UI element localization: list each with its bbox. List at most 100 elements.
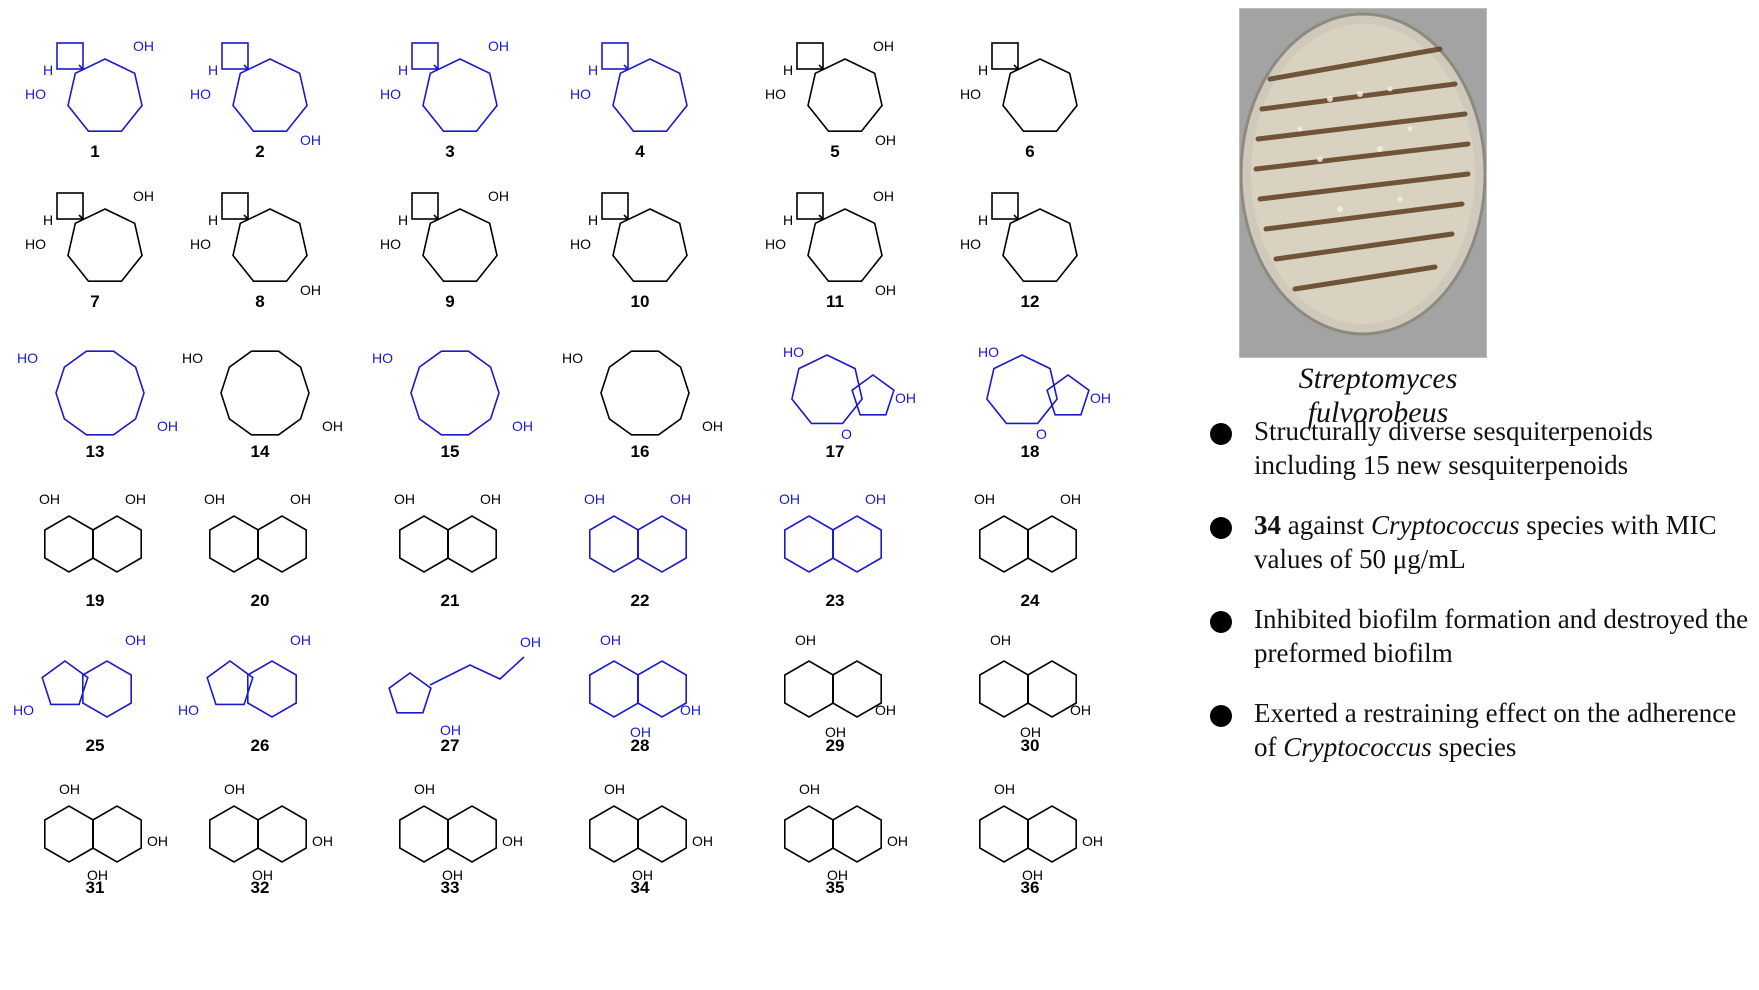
compound-number: 1 — [90, 142, 99, 161]
compound-12-structure: HO H — [960, 192, 1078, 283]
hydroxyl-label: OH — [873, 188, 894, 204]
hydroxyl-label: OH — [779, 491, 800, 507]
hydrogen-label: H — [43, 62, 53, 78]
hydrogen-label: H — [398, 212, 408, 228]
hydroxyl-label: OH — [825, 724, 846, 740]
hydroxyl-label: HO — [17, 350, 38, 366]
compound-4-structure: HOH — [570, 42, 688, 132]
hydroxyl-label: OH — [442, 867, 463, 883]
hydroxyl-label: HO — [380, 236, 401, 252]
hydroxyl-label: OH — [39, 491, 60, 507]
compound-number: 8 — [255, 292, 264, 311]
hydroxyl-label: HO — [960, 236, 981, 252]
hydroxyl-label: OH — [502, 833, 523, 849]
hydrogen-label: H — [978, 212, 988, 228]
compound-6-structure: HOH — [960, 42, 1078, 132]
compound-19-structure: OH OH — [39, 491, 146, 573]
bullet-dot — [1210, 423, 1232, 445]
compound-number: 20 — [251, 591, 270, 610]
compound-10-structure: HOH — [570, 192, 688, 283]
compound-number: 22 — [631, 591, 650, 610]
compound-29-structure: OH OH OH — [783, 632, 896, 740]
hydroxyl-label: OH — [887, 833, 908, 849]
hydroxyl-label: OH — [440, 722, 461, 738]
hydroxyl-label: OH — [795, 632, 816, 648]
hydroxyl-label: OH — [290, 491, 311, 507]
compound-number: 9 — [445, 292, 454, 311]
hydroxyl-label: OH — [290, 632, 311, 648]
compound-number: 6 — [1025, 142, 1034, 161]
hydroxyl-label: HO — [380, 86, 401, 102]
hydroxyl-label: HO — [25, 86, 46, 102]
hydroxyl-label: OH — [147, 833, 168, 849]
hydroxyl-label: OH — [87, 867, 108, 883]
hydrogen-label: H — [208, 62, 218, 78]
bullet-text-post: species with MIC values of 50 μg/mL — [1254, 510, 1717, 574]
compound-number: 24 — [1021, 591, 1040, 610]
oxygen-label: O — [841, 426, 852, 442]
hydroxyl-label: OH — [630, 724, 651, 740]
hydroxyl-label: OH — [670, 491, 691, 507]
hydroxyl-label: OH — [252, 867, 273, 883]
hydrogen-label: H — [398, 62, 408, 78]
compound-number: 14 — [251, 442, 270, 461]
hydroxyl-label: OH — [600, 632, 621, 648]
compound-number: 36 — [1021, 878, 1040, 897]
compound-number: 35 — [826, 878, 845, 897]
hydrogen-label: H — [783, 62, 793, 78]
hydroxyl-label: OH — [974, 491, 995, 507]
hydroxyl-label: OH — [632, 867, 653, 883]
compound-number: 2 — [255, 142, 264, 161]
hydroxyl-label: OH — [875, 282, 896, 298]
compound-number: 13 — [86, 442, 105, 461]
compound-number: 5 — [830, 142, 839, 161]
hydroxyl-label: OH — [702, 418, 723, 434]
compound-number: 4 — [635, 142, 645, 161]
compound-23-structure: OH OH — [779, 491, 886, 573]
hydroxyl-label: OH — [157, 418, 178, 434]
hydroxyl-label: OH — [125, 491, 146, 507]
compound-number: 19 — [86, 591, 105, 610]
hydroxyl-label: HO — [960, 86, 981, 102]
compound-number: 10 — [631, 292, 650, 311]
hydroxyl-label: HO — [178, 702, 199, 718]
hydroxyl-label: OH — [994, 781, 1015, 797]
hydroxyl-label: OH — [1090, 390, 1111, 406]
bullet-text-pre: Exerted a restraining effect on the adhe… — [1254, 698, 1737, 762]
hydroxyl-label: OH — [875, 702, 896, 718]
hydroxyl-label: OH — [895, 390, 916, 406]
hydroxyl-label: HO — [372, 350, 393, 366]
compound-number: 21 — [441, 591, 460, 610]
bullet-dot — [1210, 611, 1232, 633]
bullet-text-post: species — [1431, 732, 1517, 762]
compound-number: 26 — [251, 736, 270, 755]
compound-number: 16 — [631, 442, 650, 461]
hydroxyl-label: HO — [765, 236, 786, 252]
hydroxyl-label: OH — [125, 632, 146, 648]
hydroxyl-label: OH — [1022, 867, 1043, 883]
bullet-bold: 34 — [1254, 510, 1281, 540]
hydroxyl-label: OH — [865, 491, 886, 507]
